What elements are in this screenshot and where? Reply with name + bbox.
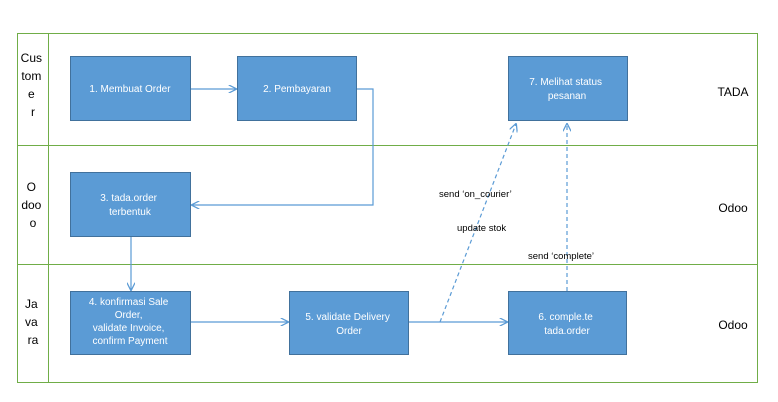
system-label-javara: Odoo (718, 318, 748, 332)
edge-label-update-stok: update stok (457, 223, 506, 234)
svg-text:2. Pembayaran: 2. Pembayaran (263, 84, 331, 95)
lane-label-customer: Cus tom e r (21, 51, 46, 119)
step-7-box: 7. Melihat status pesanan (508, 56, 628, 121)
swimlane-frame (17, 33, 758, 383)
svg-text:1. Membuat Order: 1. Membuat Order (89, 84, 171, 95)
svg-text:5. validate Delivery Ord: 5. validate Delivery Order (305, 312, 392, 337)
step-6-box: 6. comple.te tada.order (508, 291, 627, 355)
lane-label-odoo: O doo o (21, 180, 44, 230)
svg-text:6. comple.te tada.order: 6. comple.te tada.order (538, 312, 595, 337)
edge-label-on-courier: send ‘on_courier’ (439, 189, 512, 200)
step-2-box: 2. Pembayaran (237, 56, 357, 121)
svg-text:3. tada.order terbentuk: 3. tada.order terbentuk (100, 193, 160, 218)
lane-label-javara: Ja va ra (25, 297, 41, 347)
edge-label-complete: send ‘complete’ (528, 251, 594, 262)
step-5-box: 5. validate Delivery Order (289, 291, 409, 355)
arrow-2-to-3 (192, 88, 374, 205)
system-label-customer: TADA (717, 85, 748, 99)
step-3-box: 3. tada.order terbentuk (70, 172, 191, 237)
svg-text:4. konfirmasi Sale Order: 4. konfirmasi Sale Order, validate Invoi… (89, 297, 171, 347)
svg-text:7. Melihat status pesana: 7. Melihat status pesanan (529, 77, 605, 102)
step-4-box: 4. konfirmasi Sale Order, validate Invoi… (70, 291, 191, 355)
step-1-box: 1. Membuat Order (70, 56, 191, 121)
arrow-5-to-7-dashed (439, 124, 516, 323)
connectors (131, 89, 567, 322)
system-label-odoo: Odoo (718, 201, 748, 215)
